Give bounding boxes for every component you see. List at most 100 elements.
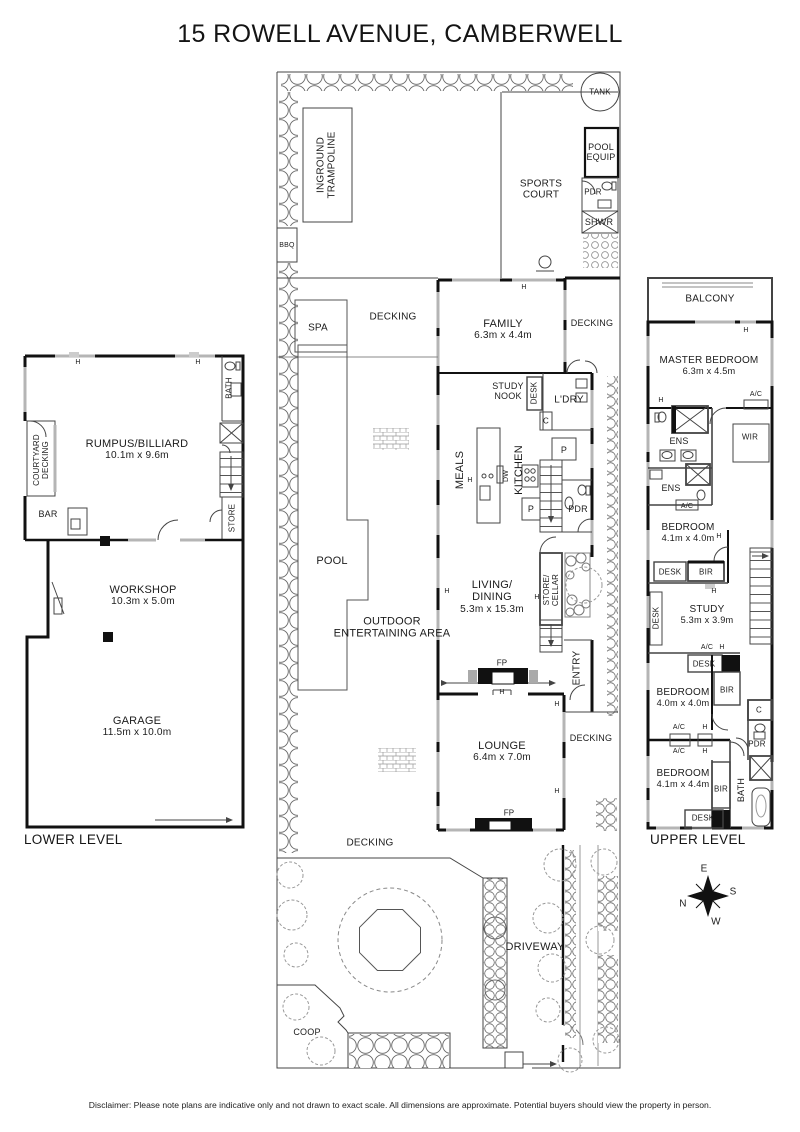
h-marker: H xyxy=(554,788,560,796)
pdr-mid-label: PDR xyxy=(568,503,588,514)
ac-label: A/C xyxy=(749,391,763,399)
cupboard-label: C xyxy=(543,416,549,426)
rumpus-room-label: RUMPUS/BILLIARD 10.1m x 9.6m xyxy=(86,438,189,462)
study-nook-label: STUDY NOOK xyxy=(492,380,524,401)
h-marker: H xyxy=(702,748,708,756)
pdr-upper-label: PDR xyxy=(748,739,766,749)
bedroom2-label: BEDROOM 4.0m x 4.0m xyxy=(656,687,709,709)
upper-level-title: UPPER LEVEL xyxy=(650,832,746,847)
page-title: 15 ROWELL AVENUE, CAMBERWELL xyxy=(177,20,623,48)
bath-upper-label: BATH xyxy=(735,777,746,803)
garage-room-label: GARAGE 11.5m x 10.0m xyxy=(103,715,172,739)
desk-study-label: DESK xyxy=(651,606,661,630)
garage-dims: 11.5m x 10.0m xyxy=(102,727,172,739)
compass-east-label: E xyxy=(700,863,708,875)
bedroom2-dims: 4.0m x 4.0m xyxy=(656,698,710,709)
courtyard-decking-label: COURTYARD DECKING xyxy=(31,434,50,486)
pdr-top-label: PDR xyxy=(584,187,602,197)
bir-label: BIR xyxy=(720,685,734,695)
workshop-dims: 10.3m x 5.0m xyxy=(111,596,175,608)
desk-label: DESK xyxy=(658,567,682,577)
h-marker: H xyxy=(75,359,81,367)
workshop-name: WORKSHOP xyxy=(109,584,177,597)
ensuite2-label: ENS xyxy=(661,482,681,493)
bedroom2-name: BEDROOM xyxy=(656,687,710,699)
meals-label: MEALS xyxy=(453,450,466,490)
disclaimer-text: Disclaimer: Please note plans are indica… xyxy=(88,1100,712,1110)
compass-rose xyxy=(687,875,729,917)
h-marker: H xyxy=(719,644,725,652)
tank-label: TANK xyxy=(589,87,611,97)
h-marker: H xyxy=(702,724,708,732)
bath-lower-label: BATH xyxy=(224,377,234,399)
decking-right-top-label: DECKING xyxy=(570,317,614,328)
bar-label: BAR xyxy=(38,508,58,519)
h-marker: H xyxy=(195,359,201,367)
compass-north-label: N xyxy=(679,898,687,910)
h-marker: H xyxy=(467,477,473,485)
rumpus-dims: 10.1m x 9.6m xyxy=(105,450,169,462)
living-dining-label: LIVING/ DINING 5.3m x 15.3m xyxy=(455,579,529,615)
study-dims: 5.3m x 3.9m xyxy=(680,615,734,626)
living-dims: 5.3m x 15.3m xyxy=(460,603,524,615)
shwr-label: SHWR xyxy=(584,216,614,227)
ac-label: A/C xyxy=(680,503,694,511)
compass-west-label: W xyxy=(711,916,721,928)
fireplace-bottom-label: FP xyxy=(503,808,515,818)
pool-label: POOL xyxy=(316,554,348,567)
sports-court-label: SPORTS COURT xyxy=(519,178,563,201)
driveway-label: DRIVEWAY xyxy=(505,940,565,953)
outdoor-area-label: OUTDOOR ENTERTAINING AREA xyxy=(333,615,451,640)
ac-label: A/C xyxy=(700,644,714,652)
master-dims: 6.3m x 4.5m xyxy=(682,366,736,377)
bedroom1-label: BEDROOM 4.1m x 4.0m xyxy=(661,522,714,544)
ac-label: A/C xyxy=(672,748,686,756)
family-dims: 6.3m x 4.4m xyxy=(474,330,532,342)
living-name: LIVING/ DINING xyxy=(471,578,513,604)
family-name: FAMILY xyxy=(483,318,523,331)
trampoline-label: INGROUND TRAMPOLINE xyxy=(315,131,338,199)
pool-equip-label: POOL EQUIP xyxy=(586,141,616,162)
desk-nook-label: DESK xyxy=(529,381,539,405)
lower-level-title: LOWER LEVEL xyxy=(24,832,123,847)
garage-name: GARAGE xyxy=(112,715,162,728)
study-room-label: STUDY 5.3m x 3.9m xyxy=(681,604,734,626)
bir-label: BIR xyxy=(699,567,713,577)
laundry-label: L'DRY xyxy=(554,394,584,406)
cupboard-upper-label: C xyxy=(756,705,762,715)
entry-label: ENTRY xyxy=(571,650,583,686)
balcony-label: BALCONY xyxy=(685,293,735,305)
coop-label: COOP xyxy=(293,1026,321,1037)
compass-south-label: S xyxy=(729,886,737,898)
h-marker: H xyxy=(499,689,505,697)
rumpus-name: RUMPUS/BILLIARD xyxy=(85,438,189,451)
desk-label: DESK xyxy=(691,813,715,823)
bbq-label: BBQ xyxy=(279,242,295,250)
pantry-label-1: P xyxy=(560,444,568,455)
h-marker: H xyxy=(521,284,527,292)
master-bedroom-label: MASTER BEDROOM 6.3m x 4.5m xyxy=(660,355,759,377)
h-marker: H xyxy=(711,588,717,596)
spa-label: SPA xyxy=(308,322,328,334)
store-label: STORE xyxy=(227,503,237,533)
bedroom1-name: BEDROOM xyxy=(661,522,715,534)
ac-label: A/C xyxy=(672,724,686,732)
study-name: STUDY xyxy=(689,604,725,616)
upper-level-linework xyxy=(646,277,774,830)
h-marker: H xyxy=(554,701,560,709)
ground-level-linework xyxy=(276,71,621,1073)
h-marker: H xyxy=(743,327,749,335)
store-cellar-label: STORE/ CELLAR xyxy=(541,573,560,607)
desk-label: DESK xyxy=(692,659,716,669)
h-marker: H xyxy=(534,594,540,602)
lounge-room-label: LOUNGE 6.4m x 7.0m xyxy=(473,740,531,764)
master-name: MASTER BEDROOM xyxy=(659,355,759,367)
workshop-room-label: WORKSHOP 10.3m x 5.0m xyxy=(110,584,177,608)
bedroom3-name: BEDROOM xyxy=(656,768,710,780)
bedroom1-dims: 4.1m x 4.0m xyxy=(661,533,715,544)
wir-label: WIR xyxy=(741,432,759,442)
decking-bottom-label: DECKING xyxy=(346,837,394,849)
lounge-dims: 6.4m x 7.0m xyxy=(473,752,531,764)
